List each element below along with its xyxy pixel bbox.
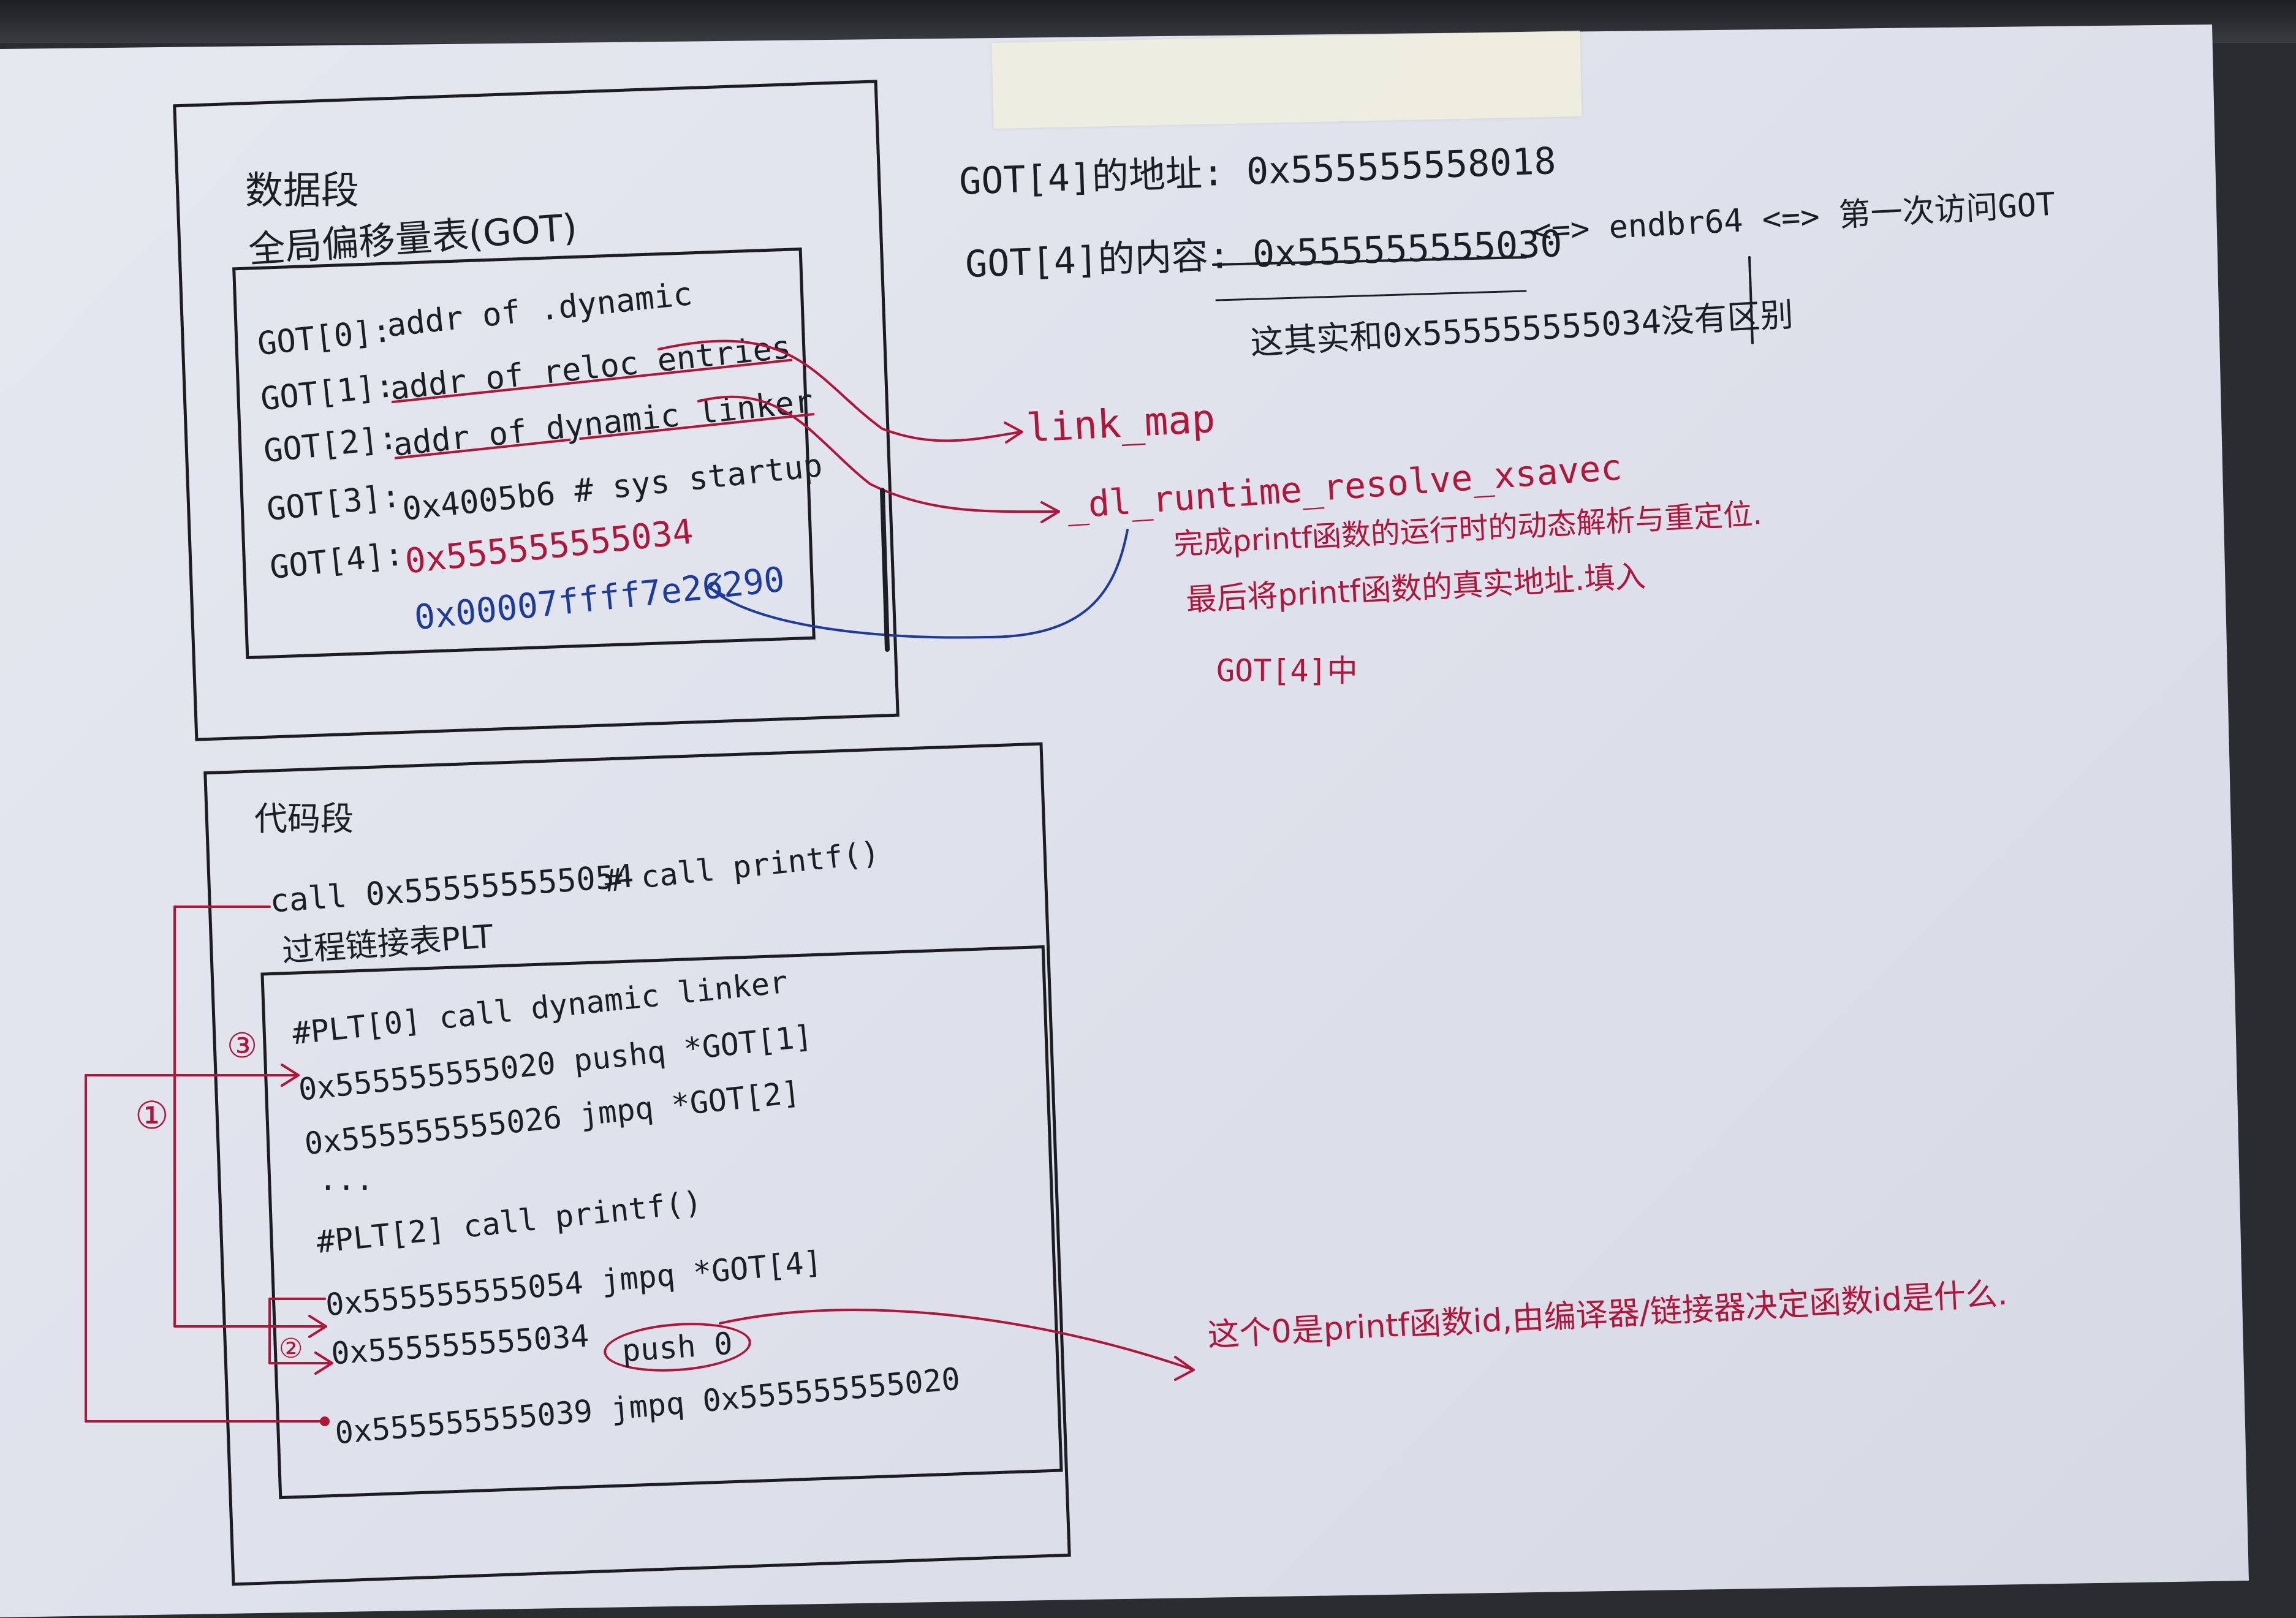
step-2-marker: ②	[279, 1333, 303, 1364]
masking-tape	[991, 30, 1582, 129]
code-segment-title: 代码段	[254, 800, 354, 838]
step-3-marker: ③	[227, 1026, 258, 1066]
link-map-label: link_map	[1025, 396, 1216, 452]
step-1-marker: ①	[135, 1093, 169, 1138]
plt-line-ellipsis: ...	[319, 1162, 374, 1197]
data-segment-title: 数据段	[245, 168, 360, 213]
resolver-note-line-3: GOT[4]中	[1216, 653, 1358, 689]
